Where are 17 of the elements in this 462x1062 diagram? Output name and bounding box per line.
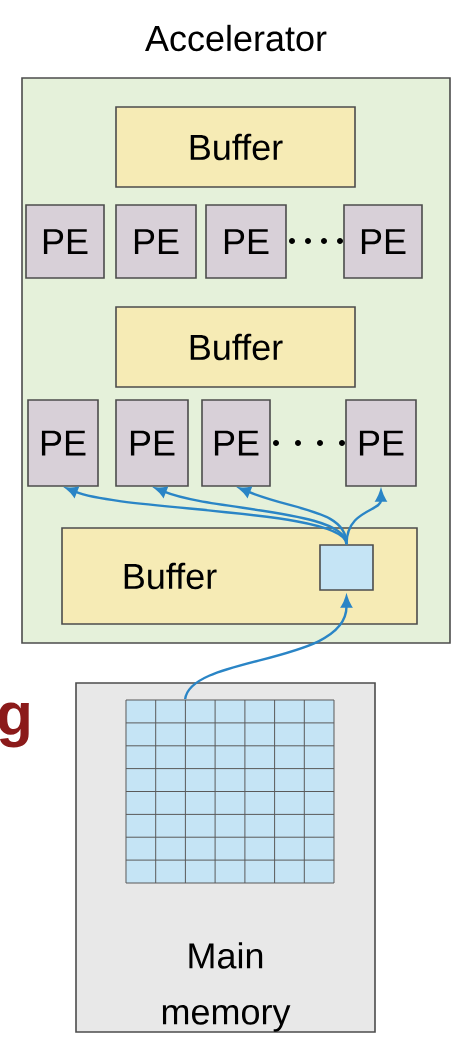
arrow (184, 595, 352, 700)
pe-box: PE (345, 399, 417, 487)
pe-box: PE (201, 399, 271, 487)
pe-box: PE (205, 204, 287, 279)
pe-box: PE (115, 399, 189, 487)
memory-grid (125, 699, 335, 884)
buffer-box: Buffer (115, 306, 356, 388)
pe-box: PE (25, 204, 105, 279)
pe-box: PE (343, 204, 423, 279)
data-square (319, 544, 374, 591)
box-heading: Accelerator (145, 24, 327, 52)
pe-box: PE (115, 204, 197, 279)
box-label: Main memory (162, 942, 291, 1032)
buffer-box: Buffer (115, 106, 356, 188)
buffer-box: Buffer (61, 527, 418, 625)
arrow (345, 489, 387, 545)
pe-box: PE (27, 399, 99, 487)
